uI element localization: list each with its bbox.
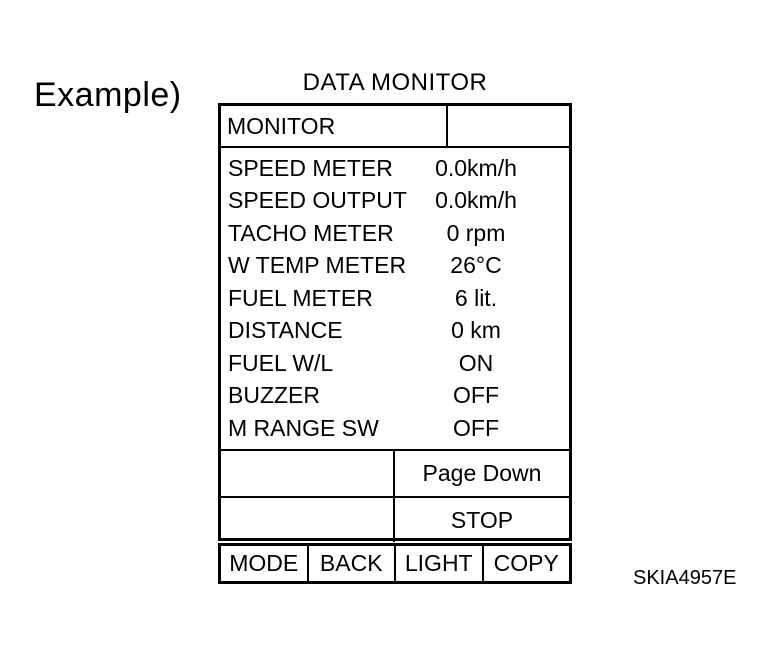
monitor-row-label: DISTANCE bbox=[228, 317, 343, 344]
monitor-row-label: FUEL METER bbox=[228, 284, 373, 311]
monitor-row-label: TACHO METER bbox=[228, 219, 394, 246]
monitor-row-value: OFF bbox=[453, 382, 499, 409]
monitor-row-value: 0 km bbox=[451, 317, 501, 344]
function-key-copy[interactable]: COPY bbox=[493, 550, 559, 576]
monitor-header-row: MONITOR bbox=[221, 106, 569, 148]
monitor-row: SPEED METER 0.0km/h bbox=[221, 152, 569, 185]
monitor-row: SPEED OUTPUT 0.0km/h bbox=[221, 185, 569, 218]
monitor-row-value: 0.0km/h bbox=[435, 187, 517, 214]
monitor-row-value: 0.0km/h bbox=[435, 154, 517, 181]
monitor-row: BUZZER OFF bbox=[221, 380, 569, 413]
stop-button[interactable]: STOP bbox=[450, 506, 514, 533]
figure-code: SKIA4957E bbox=[633, 567, 737, 589]
monitor-row-value: 6 lit. bbox=[454, 284, 498, 311]
monitor-row-label: BUZZER bbox=[228, 382, 320, 409]
monitor-row: M RANGE SW OFF bbox=[221, 412, 569, 445]
page-down-button[interactable]: Page Down bbox=[422, 460, 542, 486]
monitor-row: W TEMP METER 26°C bbox=[221, 250, 569, 283]
monitor-row: TACHO METER 0 rpm bbox=[221, 217, 569, 250]
page-down-row: Page Down bbox=[221, 451, 569, 498]
monitor-header-empty-cell bbox=[448, 106, 569, 146]
monitor-row-label: SPEED OUTPUT bbox=[228, 187, 407, 214]
monitor-row-value: OFF bbox=[453, 414, 499, 441]
function-key-mode[interactable]: MODE bbox=[221, 546, 309, 581]
stop-blank-cell bbox=[221, 498, 395, 542]
page-title: DATA MONITOR bbox=[302, 69, 488, 96]
monitor-header-cell: MONITOR bbox=[221, 106, 448, 146]
monitor-row-value: ON bbox=[458, 349, 494, 376]
function-key-back[interactable]: BACK bbox=[309, 546, 396, 581]
monitor-row-label: M RANGE SW bbox=[228, 414, 379, 441]
function-key-light[interactable]: LIGHT bbox=[396, 546, 484, 581]
monitor-row-label: FUEL W/L bbox=[228, 349, 334, 376]
monitor-row: FUEL METER 6 lit. bbox=[221, 282, 569, 315]
monitor-row-value: 0 rpm bbox=[446, 219, 506, 246]
example-label: Example) bbox=[34, 76, 182, 114]
monitor-row-label: W TEMP METER bbox=[228, 252, 407, 279]
page-down-blank-cell bbox=[221, 451, 395, 496]
monitor-row: DISTANCE 0 km bbox=[221, 315, 569, 348]
monitor-row-label: SPEED METER bbox=[228, 154, 393, 181]
monitor-row: FUEL W/L ON bbox=[221, 347, 569, 380]
stop-row: STOP bbox=[221, 498, 569, 542]
monitor-row-value: 26°C bbox=[450, 252, 502, 279]
monitor-header-label: MONITOR bbox=[227, 112, 336, 139]
